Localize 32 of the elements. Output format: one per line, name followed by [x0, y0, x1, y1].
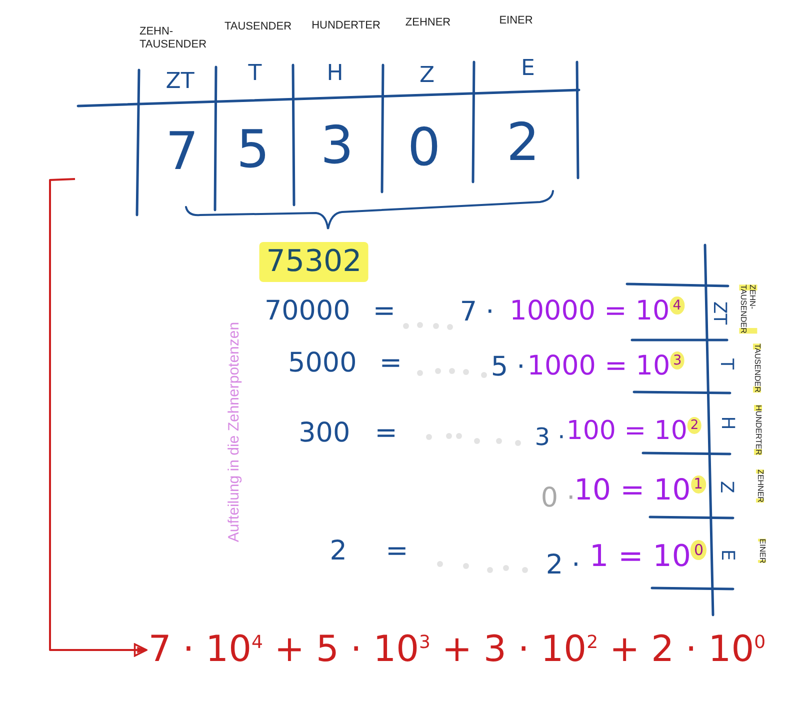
digit-factor: 2 ·: [546, 552, 580, 578]
place-value-abbreviation: H: [718, 416, 736, 430]
power-of-ten-equation: 100 = 10$^{2}$: [566, 418, 702, 444]
place-value-abbreviation: E: [718, 549, 736, 561]
place-value-abbreviation: T: [717, 358, 735, 370]
number-term: 5000 =: [288, 350, 402, 376]
digit-factor: 3 ·: [534, 425, 566, 449]
place-value-abbreviation: Z: [717, 480, 735, 494]
number-term: 2 =: [330, 538, 408, 564]
place-value-name: EINER: [758, 538, 766, 564]
place-value-name: EINER: [499, 16, 533, 26]
place-value-abbreviation: ZT: [710, 301, 728, 325]
place-value-name: HUNDERTER: [312, 20, 380, 32]
place-value-name: TAUSENDER: [753, 344, 761, 392]
power-of-ten-equation: 10 = 10$^{1}$: [574, 476, 706, 504]
power-of-ten-equation: 10000 = 10$^{4}$: [510, 298, 684, 324]
power-of-ten-equation: 1 = 10$^{0}$: [589, 542, 707, 572]
place-value-name: TAUSENDER: [224, 22, 292, 32]
digit-factor: 7 ·: [460, 298, 494, 326]
vertical-caption: Aufteilung in die Zehnerpotenzen: [226, 322, 242, 542]
power-of-ten-equation: 1000 = 10$^{3}$: [527, 352, 685, 380]
highlighted-number: 75302: [259, 242, 369, 282]
digit-factor: 5 ·: [490, 354, 526, 380]
expanded-form-equation: 7 · 10$^{4}$ + 5 · 10$^{3}$ + 3 · 10$^{2}$ + 2 · 10$^{0}$: [148, 632, 766, 668]
place-value-name: ZEHNER: [405, 18, 451, 28]
number-term: 70000 =: [264, 298, 396, 324]
number-term: 300 =: [298, 420, 398, 446]
place-value-name: ZEHN- TAUSENDER: [139, 25, 207, 51]
digit-factor: 0 ·: [540, 484, 576, 512]
place-value-name: HUNDERTER: [754, 404, 762, 456]
place-value-name: ZEHN- TAUSENDER: [738, 284, 758, 334]
place-value-name: ZEHNER: [756, 470, 764, 502]
